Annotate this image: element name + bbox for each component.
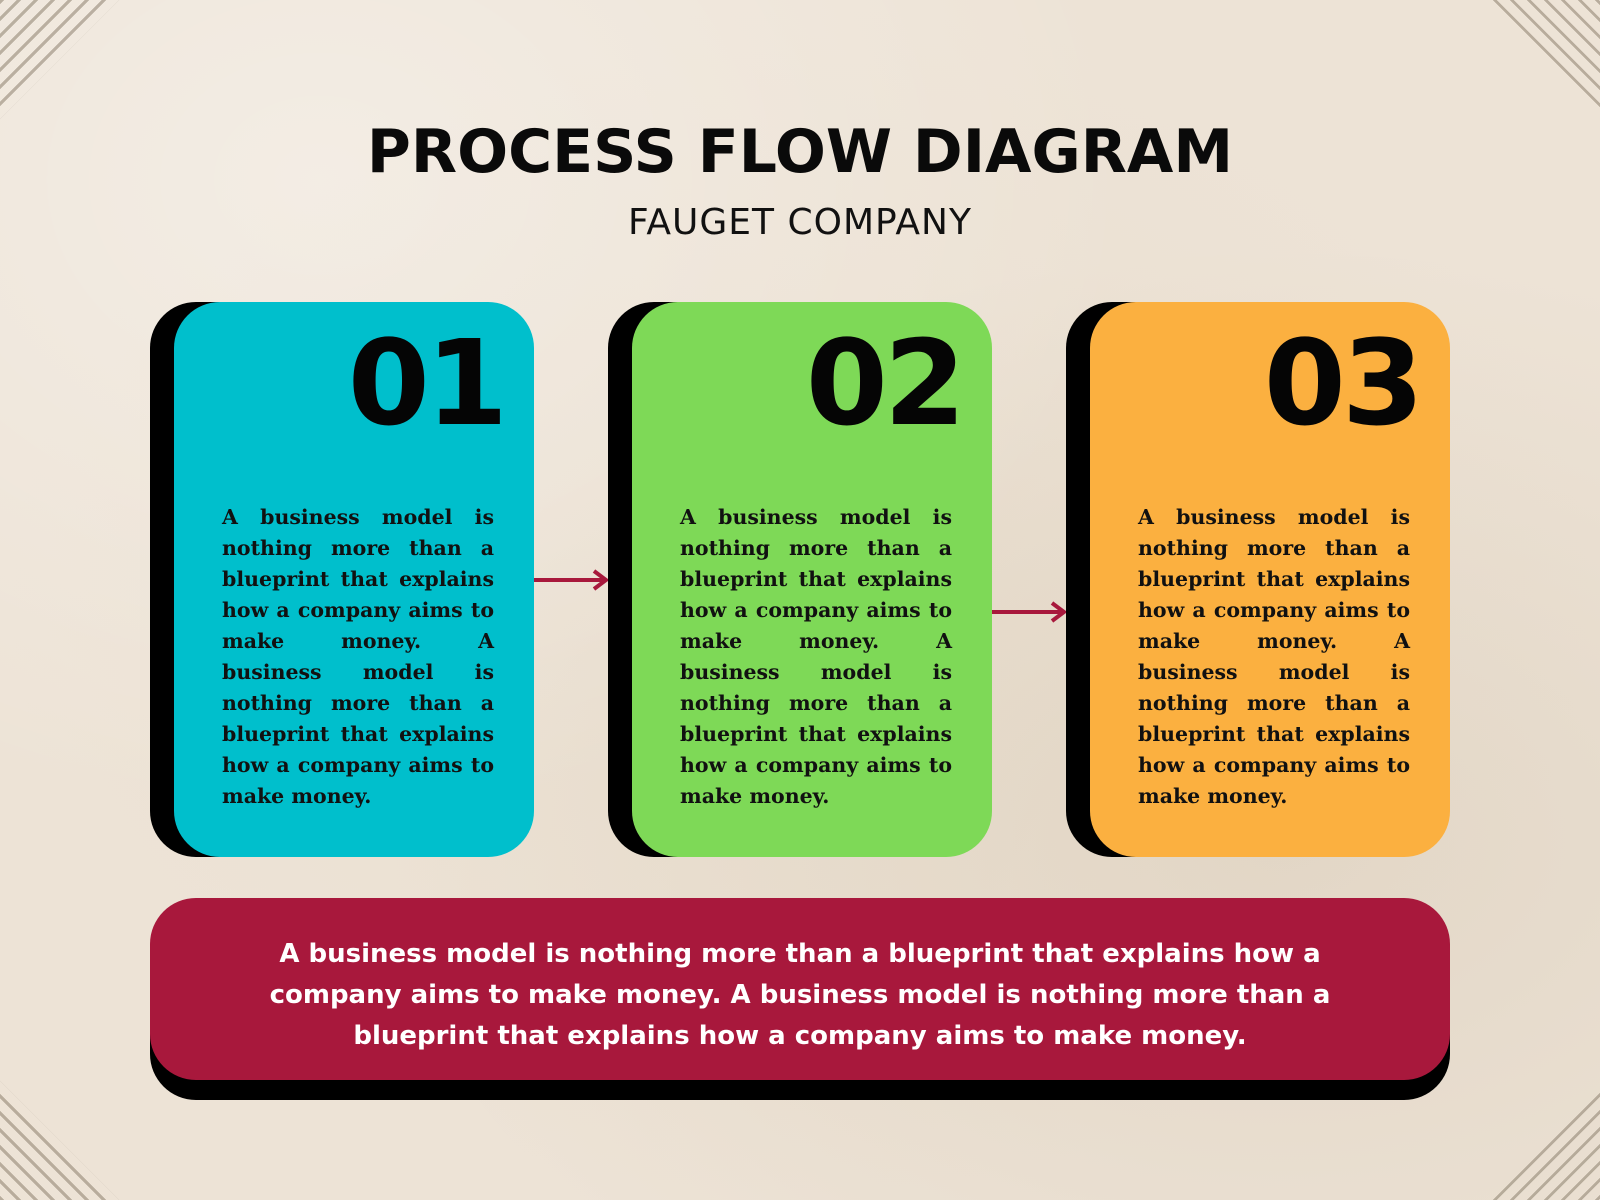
arrow-right-icon: [992, 600, 1070, 624]
summary-panel-body: A business model is nothing more than a …: [150, 898, 1450, 1080]
step-card-2-body: 02 A business model is nothing more than…: [632, 302, 992, 857]
step-number-1: 01: [347, 314, 508, 452]
corner-stripes-top-left: [0, 0, 130, 130]
arrow-right-icon: [534, 568, 612, 592]
step-text-3: A business model is nothing more than a …: [1138, 505, 1410, 808]
corner-stripes-bottom-right: [1470, 1070, 1600, 1200]
diagram-subtitle: FAUGET COMPANY: [628, 202, 972, 243]
step-number-3: 03: [1263, 314, 1424, 452]
step-card-1: 01 A business model is nothing more than…: [150, 302, 534, 857]
step-number-2: 02: [805, 314, 966, 452]
corner-stripes-top-right: [1470, 0, 1600, 130]
summary-text: A business model is nothing more than a …: [269, 939, 1331, 1051]
step-card-2: 02 A business model is nothing more than…: [608, 302, 992, 857]
corner-stripes-bottom-left: [0, 1070, 130, 1200]
step-card-3-body: 03 A business model is nothing more than…: [1090, 302, 1450, 857]
summary-panel: A business model is nothing more than a …: [150, 898, 1450, 1103]
step-card-1-body: 01 A business model is nothing more than…: [174, 302, 534, 857]
step-card-3: 03 A business model is nothing more than…: [1066, 302, 1450, 857]
step-text-1: A business model is nothing more than a …: [222, 505, 494, 808]
diagram-title: PROCESS FLOW DIAGRAM: [366, 117, 1234, 187]
step-text-2: A business model is nothing more than a …: [680, 505, 952, 808]
